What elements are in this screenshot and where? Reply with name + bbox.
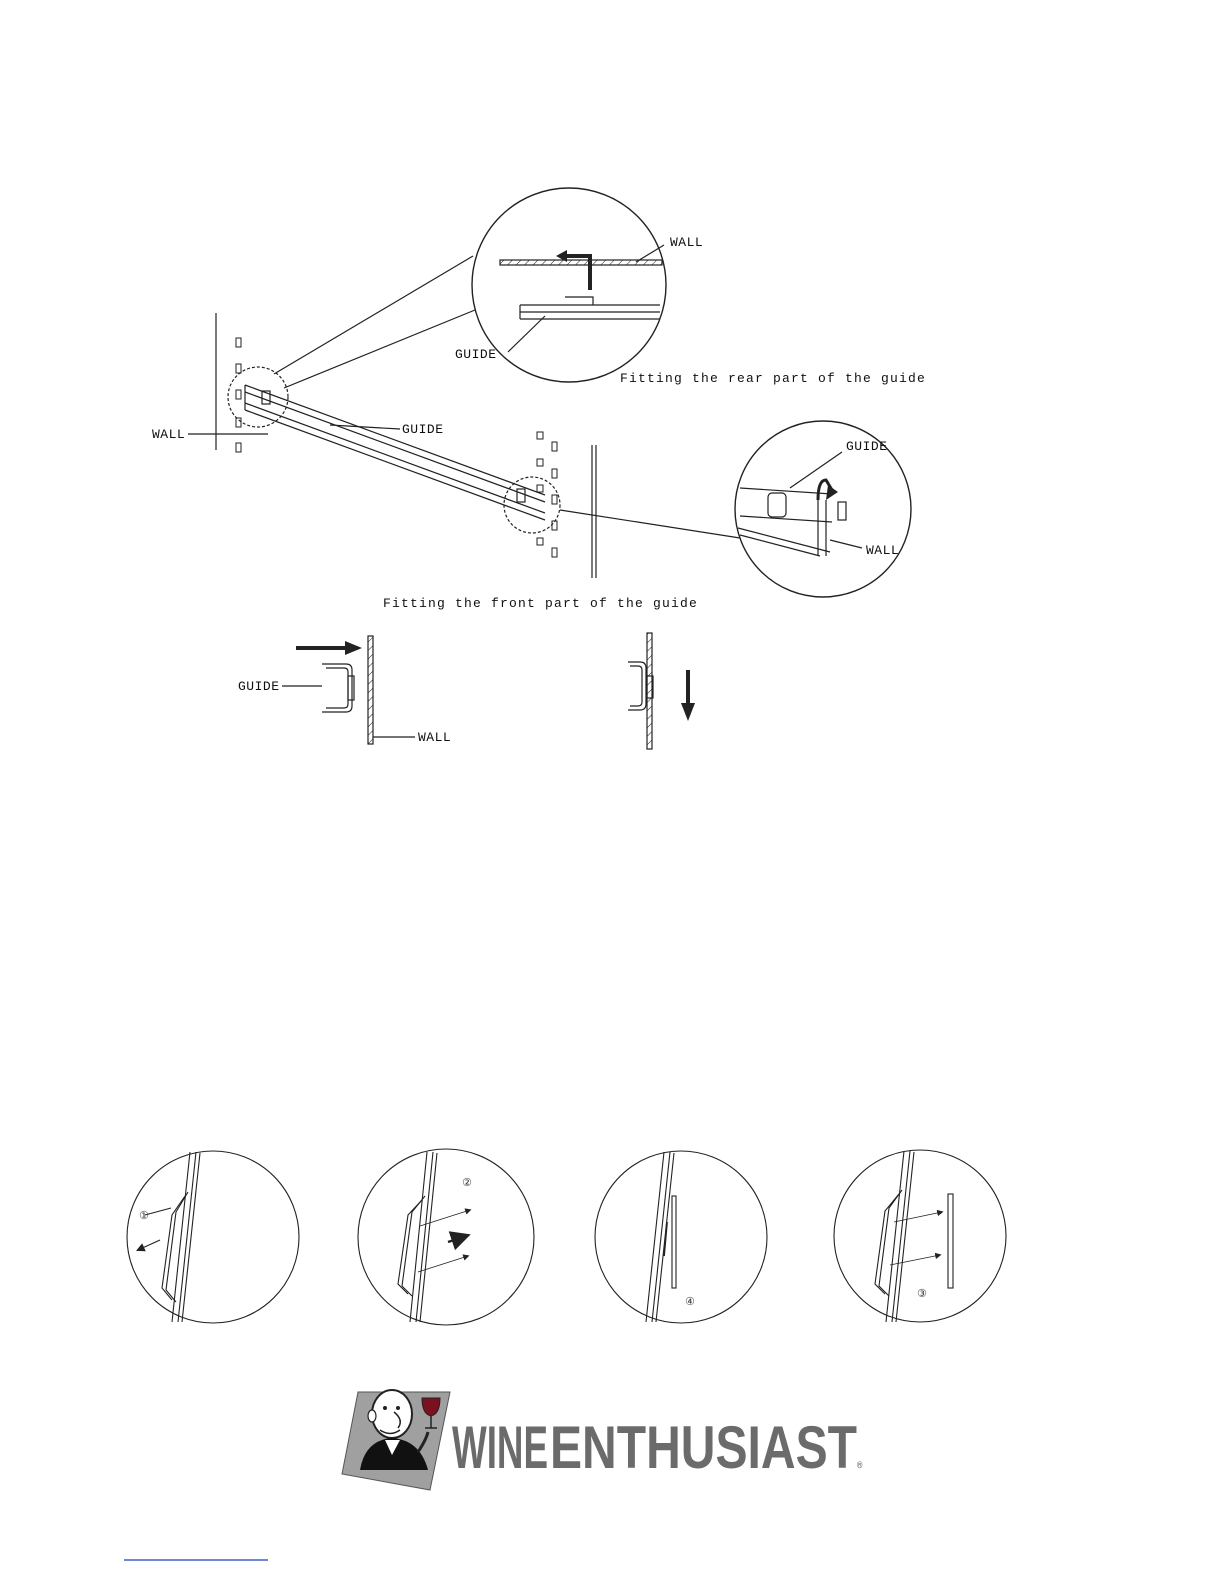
label-guide-rear-zoom: GUIDE <box>455 347 497 362</box>
caption-front: Fitting the front part of the guide <box>383 596 698 611</box>
handle-step-2 <box>358 1149 534 1325</box>
section-diagram-right <box>628 633 695 749</box>
label-wall-front-zoom: WALL <box>866 543 899 558</box>
step-marker-4: ④ <box>685 1295 695 1308</box>
top-diagram-labels: WALL GUIDE Fitting the rear part of the … <box>152 235 926 611</box>
step-marker-2: ② <box>462 1176 472 1189</box>
left-wall-slots <box>236 338 241 452</box>
rear-zoom-circle <box>472 188 666 382</box>
label-guide-main: GUIDE <box>402 422 444 437</box>
label-guide-front-zoom: GUIDE <box>846 439 888 454</box>
step-marker-1: ① <box>139 1209 149 1222</box>
section-diagram-left <box>282 636 415 744</box>
front-zoom-content <box>738 452 862 556</box>
label-wall-rear-zoom: WALL <box>670 235 703 250</box>
step-marker-3: ③ <box>917 1287 927 1300</box>
right-wall-slots <box>537 432 557 557</box>
caption-rear: Fitting the rear part of the guide <box>620 371 926 386</box>
label-wall-section: WALL <box>418 730 451 745</box>
rear-zoom-content <box>500 245 664 352</box>
logo-word-wine: WINE <box>452 1414 548 1481</box>
logo-word-enthusiast: ENTHUSIAST <box>550 1414 857 1481</box>
handle-step-4 <box>595 1151 767 1323</box>
logo-registered-mark: ® <box>857 1461 863 1471</box>
guide-fitting-diagram <box>188 188 911 597</box>
sommelier-mascot-icon <box>342 1390 450 1490</box>
handle-step-1 <box>127 1151 299 1323</box>
wine-enthusiast-logo: WINE ENTHUSIAST ® <box>342 1390 863 1490</box>
label-guide-section: GUIDE <box>238 679 280 694</box>
front-detail-circle <box>504 477 560 533</box>
guide-rail <box>245 385 545 520</box>
label-wall-left: WALL <box>152 427 185 442</box>
